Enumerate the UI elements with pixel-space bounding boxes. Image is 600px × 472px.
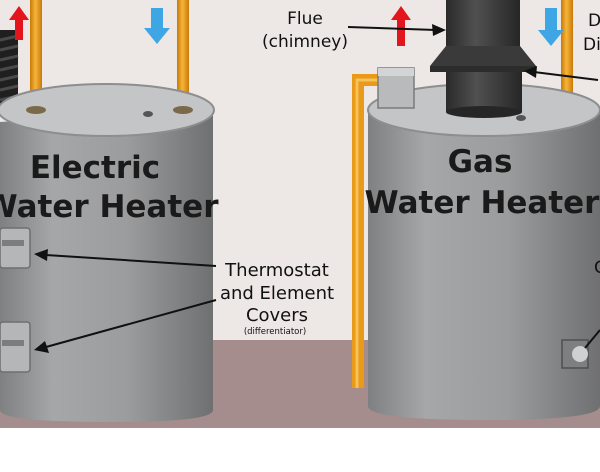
covers-label-note: (differentiator) [244, 327, 306, 337]
lower-element-cover [0, 321, 31, 373]
gas-control-valve [561, 339, 589, 369]
electric-tank-top [0, 84, 214, 136]
bottom-margin [0, 428, 600, 472]
gas-tank-body [368, 110, 600, 420]
electric-top-fitting [143, 111, 153, 117]
gas-valve-label-partial: C [594, 258, 600, 278]
draft-diverter [446, 72, 522, 118]
gas-cold-pipe [561, 0, 573, 112]
electric-cold-arrow [144, 8, 170, 44]
gas-title-line1: Gas [448, 144, 513, 180]
gas-hot-arrow [391, 6, 411, 46]
relief-valve [377, 67, 415, 109]
flue-label-line2: (chimney) [262, 32, 348, 52]
electric-title-line2: Water Heater [0, 189, 219, 225]
electrical-conduit [0, 30, 19, 112]
draft-diverter-pointer [524, 66, 599, 81]
flue-pointer [347, 24, 446, 36]
flue-label-line1: Flue [287, 9, 323, 29]
gas-valve-pointer [584, 329, 600, 349]
electric-title-line1: Electric [30, 150, 160, 186]
electric-hot-arrow [9, 6, 29, 40]
electric-cold-pipe [177, 0, 189, 112]
gas-water-heater: Gas Water Heater [352, 0, 600, 420]
lower-cover-pointer [34, 299, 217, 353]
draft-label-line1: D [588, 11, 600, 31]
upper-cover-pointer [34, 249, 217, 267]
flue-chimney [430, 0, 536, 72]
covers-label-line3: Covers [246, 305, 308, 326]
covers-label-line2: and Element [220, 283, 334, 304]
draft-label-line2: Di [583, 35, 600, 55]
gas-cold-arrow [538, 8, 564, 46]
covers-label-line1: Thermostat [224, 260, 329, 281]
gas-title-line2: Water Heater [365, 185, 600, 221]
electric-hot-pipe [30, 0, 42, 112]
upper-element-cover [0, 227, 31, 269]
